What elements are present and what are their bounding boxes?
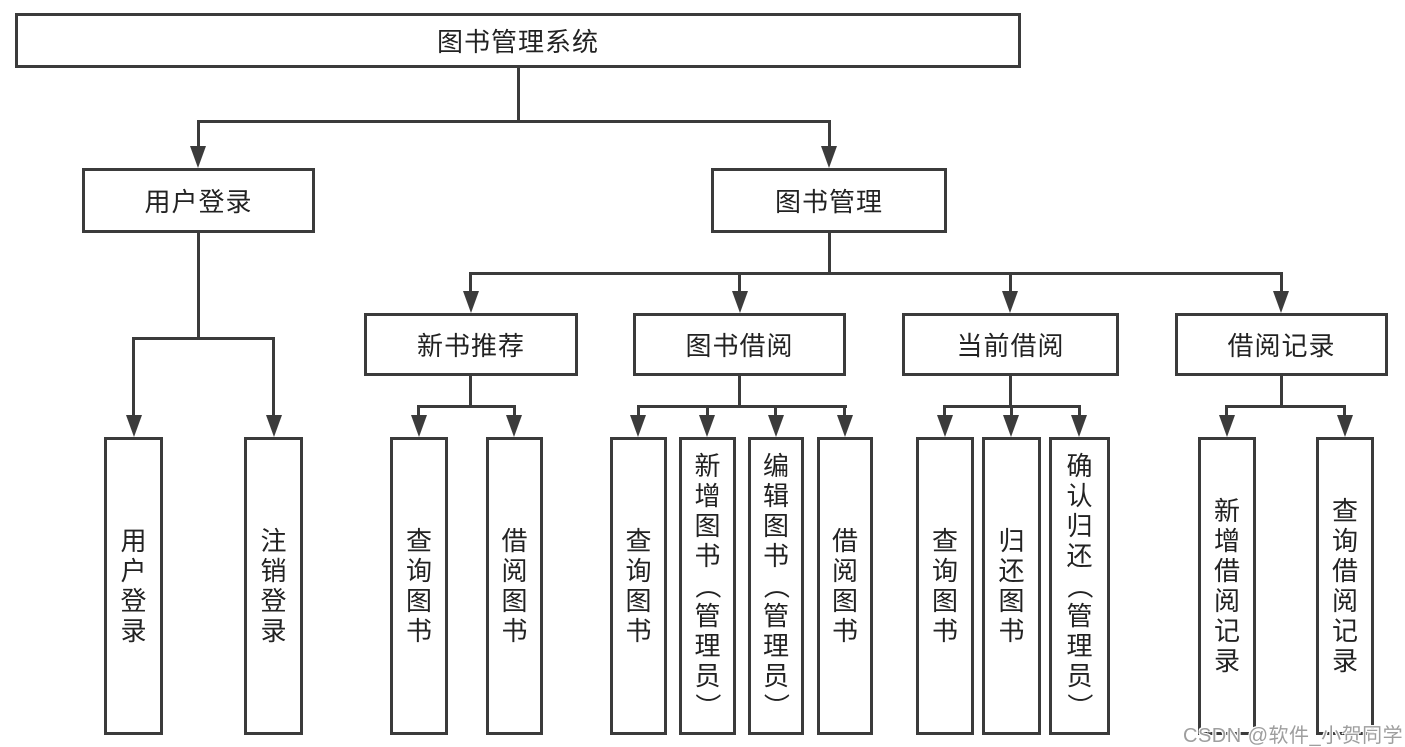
connector-book-borrow-drop xyxy=(738,376,741,408)
connector-stub xyxy=(1225,405,1228,420)
leaf-label: 确认归还（管理员） xyxy=(1064,451,1095,719)
arrowhead-down-icon xyxy=(821,146,837,168)
connector-stub xyxy=(1280,272,1283,295)
leaf-label: 查询图书 xyxy=(405,526,432,646)
connector-stub xyxy=(843,405,846,420)
connector-stub xyxy=(706,405,709,420)
arrowhead-down-icon xyxy=(1003,415,1019,437)
connector-user-login-rail xyxy=(132,337,275,340)
connector-new-book-rail xyxy=(417,405,516,408)
connector-level3-rail xyxy=(470,272,1283,275)
leaf-query-book: 查询图书 xyxy=(390,437,448,735)
connector-user-login-stub xyxy=(197,120,200,150)
connector-book-mgmt-stub xyxy=(828,120,831,150)
leaf-label: 用户登录 xyxy=(120,526,147,646)
arrowhead-down-icon xyxy=(1071,415,1087,437)
node-label: 当前借阅 xyxy=(956,331,1065,361)
node-book-borrow: 图书借阅 xyxy=(633,313,846,376)
leaf-add-borrow-record: 新增借阅记录 xyxy=(1198,437,1256,735)
arrowhead-down-icon xyxy=(1002,291,1018,313)
node-root-label: 图书管理系统 xyxy=(436,27,599,57)
leaf-return-book: 归还图书 xyxy=(982,437,1041,735)
connector-stub xyxy=(469,272,472,295)
arrowhead-down-icon xyxy=(190,146,206,168)
leaf-label: 查询图书 xyxy=(931,526,958,646)
node-root: 图书管理系统 xyxy=(15,13,1021,68)
connector-stub xyxy=(1010,405,1013,420)
arrowhead-down-icon xyxy=(266,415,282,437)
arrowhead-down-icon xyxy=(126,415,142,437)
arrowhead-down-icon xyxy=(1219,415,1235,437)
leaf-label: 借阅图书 xyxy=(831,526,858,646)
leaf-confirm-return-admin: 确认归还（管理员） xyxy=(1049,437,1110,735)
connector-stub xyxy=(774,405,777,420)
arrowhead-down-icon xyxy=(1273,291,1289,313)
connector-borrow-record-drop xyxy=(1280,376,1283,408)
arrowhead-down-icon xyxy=(1337,415,1353,437)
node-user-login: 用户登录 xyxy=(82,168,315,233)
connector-stub xyxy=(513,405,516,420)
connector-stub xyxy=(272,337,275,420)
arrowhead-down-icon xyxy=(768,415,784,437)
connector-stub xyxy=(1078,405,1081,420)
node-label: 用户登录 xyxy=(144,187,253,217)
leaf-borrow-book: 借阅图书 xyxy=(486,437,543,735)
connector-borrow-record-rail xyxy=(1225,405,1346,408)
leaf-edit-book-admin: 编辑图书（管理员） xyxy=(748,437,804,735)
connector-new-book-drop xyxy=(469,376,472,408)
node-current-borrow: 当前借阅 xyxy=(902,313,1119,376)
leaf-label: 归还图书 xyxy=(998,526,1025,646)
leaf-label: 新增图书（管理员） xyxy=(692,451,723,719)
arrowhead-down-icon xyxy=(732,291,748,313)
node-label: 借阅记录 xyxy=(1227,331,1336,361)
leaf-label: 新增借阅记录 xyxy=(1213,496,1240,676)
leaf-logout: 注销登录 xyxy=(244,437,303,735)
leaf-label: 查询借阅记录 xyxy=(1331,496,1358,676)
connector-root-drop xyxy=(517,68,520,122)
connector-book-borrow-rail xyxy=(637,405,847,408)
node-book-management: 图书管理 xyxy=(711,168,947,233)
connector-current-borrow-drop xyxy=(1009,376,1012,408)
node-label: 图书管理 xyxy=(774,187,883,217)
connector-stub xyxy=(1343,405,1346,420)
leaf-label: 借阅图书 xyxy=(501,526,528,646)
connector-level2-rail xyxy=(197,120,831,123)
watermark: CSDN @软件_小贺同学 xyxy=(1183,725,1404,747)
arrowhead-down-icon xyxy=(463,291,479,313)
arrowhead-down-icon xyxy=(937,415,953,437)
arrowhead-down-icon xyxy=(411,415,427,437)
leaf-borrow-book: 借阅图书 xyxy=(817,437,873,735)
connector-user-login-drop xyxy=(197,233,200,340)
leaf-label: 查询图书 xyxy=(625,526,652,646)
leaf-query-book: 查询图书 xyxy=(610,437,667,735)
leaf-label: 编辑图书（管理员） xyxy=(761,451,791,719)
connector-stub xyxy=(417,405,420,420)
leaf-add-book-admin: 新增图书（管理员） xyxy=(679,437,736,735)
connector-stub xyxy=(738,272,741,295)
node-new-book-recommend: 新书推荐 xyxy=(364,313,578,376)
node-label: 新书推荐 xyxy=(416,331,525,361)
connector-stub xyxy=(943,405,946,420)
node-borrow-records: 借阅记录 xyxy=(1175,313,1388,376)
connector-stub xyxy=(132,337,135,420)
connector-book-mgmt-drop xyxy=(828,233,831,275)
leaf-label: 注销登录 xyxy=(260,526,287,646)
leaf-user-login: 用户登录 xyxy=(104,437,163,735)
arrowhead-down-icon xyxy=(699,415,715,437)
node-label: 图书借阅 xyxy=(685,331,794,361)
arrowhead-down-icon xyxy=(506,415,522,437)
connector-stub xyxy=(637,405,640,420)
connector-stub xyxy=(1009,272,1012,295)
leaf-query-borrow-record: 查询借阅记录 xyxy=(1316,437,1374,735)
arrowhead-down-icon xyxy=(630,415,646,437)
leaf-query-book: 查询图书 xyxy=(916,437,974,735)
arrowhead-down-icon xyxy=(837,415,853,437)
